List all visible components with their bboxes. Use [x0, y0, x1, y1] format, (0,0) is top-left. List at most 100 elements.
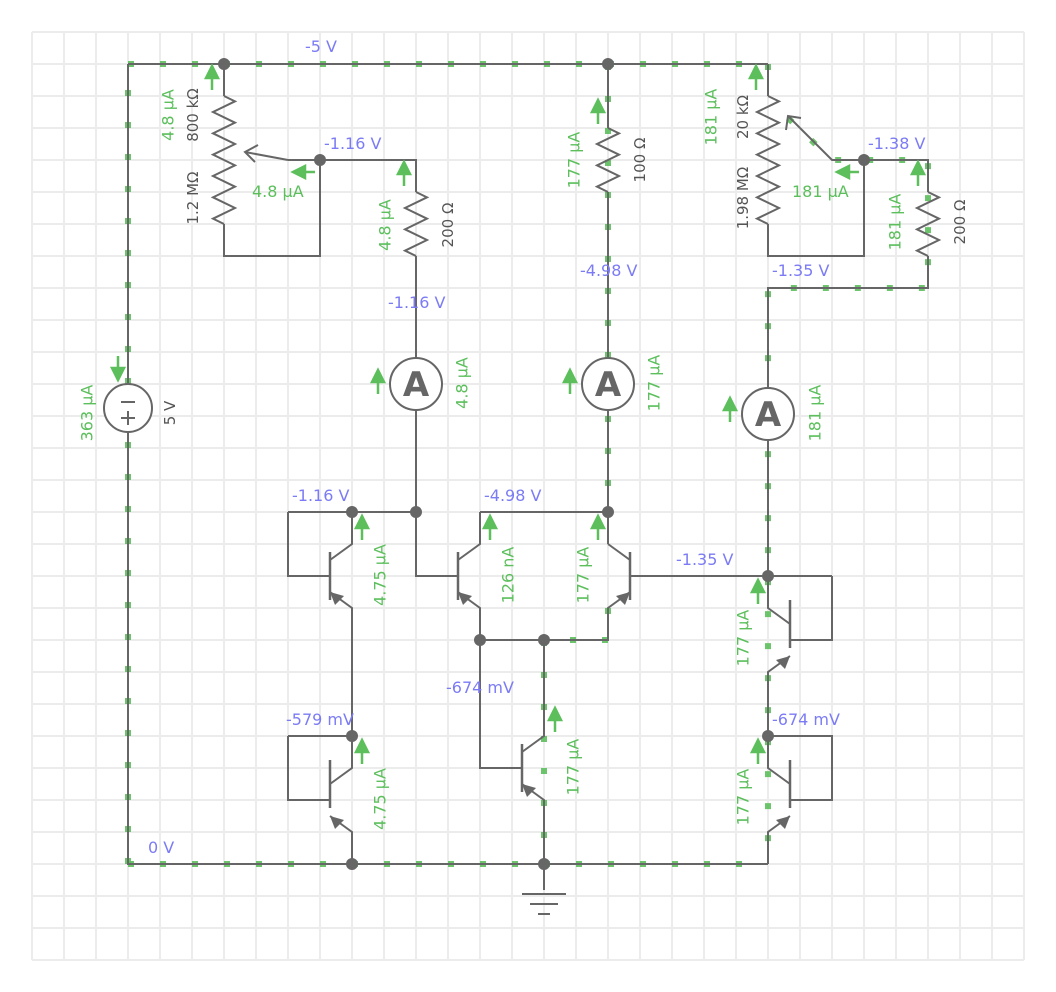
current-label: 177 µA: [564, 739, 583, 796]
potentiometer-lower-resistor: [754, 159, 782, 225]
voltage-label: -1.16 V: [292, 486, 349, 505]
junction-node: [410, 506, 422, 518]
ammeter-circle: [741, 387, 795, 441]
resistance-label: 200 Ω: [439, 203, 457, 248]
junction-node: [346, 730, 358, 742]
voltage-label: -1.35 V: [772, 261, 829, 280]
wire: [768, 735, 833, 801]
ammeter-icon: A: [755, 395, 782, 435]
resistance-label: 1.2 MΩ: [184, 171, 202, 224]
current-label: 181 µA: [792, 182, 849, 201]
ammeter-circle: [389, 357, 443, 411]
current-arrow-up-icon: [909, 159, 927, 186]
current-label: 4.75 µA: [371, 768, 390, 830]
voltage-label: -674 mV: [446, 678, 514, 697]
wire: [457, 512, 481, 561]
junction-node: [762, 730, 774, 742]
emitter-arrow-icon: [776, 656, 790, 669]
current-label: 177 µA: [645, 355, 664, 412]
junction-node: [602, 506, 614, 518]
voltage-label: -4.98 V: [484, 486, 541, 505]
wire: [287, 736, 330, 801]
current-label: 177 µA: [565, 132, 584, 189]
wire: [329, 736, 353, 785]
nodes: [218, 58, 870, 870]
ammeter-icon: A: [403, 365, 430, 405]
ammeter-circle: [581, 357, 635, 411]
current-label: 4.8 µA: [252, 182, 304, 201]
voltage-source-label: 5 V: [161, 400, 179, 425]
junction-node: [858, 154, 870, 166]
current-arrow-up-icon: [749, 737, 767, 764]
wire: [479, 640, 522, 769]
wire: [415, 410, 458, 577]
resistance-label: 200 Ω: [951, 200, 969, 245]
resistor: [594, 127, 622, 193]
wire: [799, 127, 864, 161]
current-arrow-up-icon: [749, 577, 767, 604]
potentiometer-upper-resistor: [754, 95, 782, 161]
voltage-label: -5 V: [305, 37, 337, 56]
current-label: 126 nA: [499, 547, 518, 604]
ammeter-1[interactable]: A: [389, 357, 443, 411]
resistance-label: 800 kΩ: [184, 88, 202, 142]
current-arrow-up-icon: [369, 367, 387, 394]
voltage-labels: -5 V -1.16 V -1.16 V -4.98 V -1.38 V -1.…: [148, 37, 925, 857]
current-arrow-up-icon: [747, 63, 765, 90]
junction-node: [602, 58, 614, 70]
voltage-label: -4.98 V: [580, 261, 637, 280]
current-arrow-left-icon: [834, 163, 859, 181]
ammeter-icon: A: [595, 365, 622, 405]
potentiometer-lower-resistor: [210, 159, 238, 225]
components: [103, 95, 942, 829]
wire: [127, 432, 768, 865]
junction-node: [474, 634, 486, 646]
junction-node: [314, 154, 326, 166]
voltage-label: -1.16 V: [324, 134, 381, 153]
emitter-arrow-icon: [330, 592, 344, 605]
current-label: 4.8 µA: [376, 199, 395, 251]
voltage-source: [103, 383, 153, 433]
wire: [223, 160, 321, 257]
current-arrow-up-icon: [721, 395, 739, 422]
current-arrow-up-icon: [353, 513, 371, 540]
wires: [127, 63, 929, 915]
voltage-label: -1.35 V: [676, 550, 733, 569]
junction-node: [538, 858, 550, 870]
wire: [607, 543, 631, 561]
current-label: 181 µA: [886, 194, 905, 251]
current-arrow-up-icon: [203, 63, 221, 90]
current-arrow-up-icon: [481, 513, 499, 540]
resistor: [402, 191, 430, 257]
current-label: 4.75 µA: [371, 544, 390, 606]
wire: [521, 640, 545, 753]
junction-node: [762, 570, 774, 582]
emitter-arrow-icon: [330, 816, 344, 829]
current-arrow-up-icon: [561, 367, 579, 394]
ammeter-2[interactable]: A: [581, 357, 635, 411]
wiper-arrow-icon: [243, 144, 289, 163]
emitter-arrow-icon: [458, 592, 472, 605]
wire: [767, 160, 865, 257]
voltage-label: -579 mV: [286, 710, 354, 729]
current-label: 4.8 µA: [159, 89, 178, 141]
junction-node: [218, 58, 230, 70]
wire: [287, 512, 330, 577]
ammeter-3[interactable]: A: [741, 387, 795, 441]
voltage-label: -1.38 V: [868, 134, 925, 153]
current-arrow-up-icon: [589, 513, 607, 540]
current-label: 177 µA: [574, 547, 593, 604]
resistance-label: 1.98 MΩ: [734, 167, 752, 230]
current-arrows: [109, 63, 927, 764]
current-arrow-up-icon: [395, 159, 413, 186]
current-arrow-down-icon: [109, 356, 127, 383]
current-arrow-left-icon: [290, 163, 315, 181]
battery-polarity-icon: [121, 401, 135, 425]
current-label: 181 µA: [806, 385, 825, 442]
voltage-label: 0 V: [148, 838, 174, 857]
resistor: [914, 191, 942, 257]
resistance-label: 100 Ω: [631, 138, 649, 183]
component-labels: 800 kΩ 1.2 MΩ 200 Ω 100 Ω 20 kΩ 1.98 MΩ …: [161, 88, 969, 425]
current-label: 181 µA: [702, 89, 721, 146]
